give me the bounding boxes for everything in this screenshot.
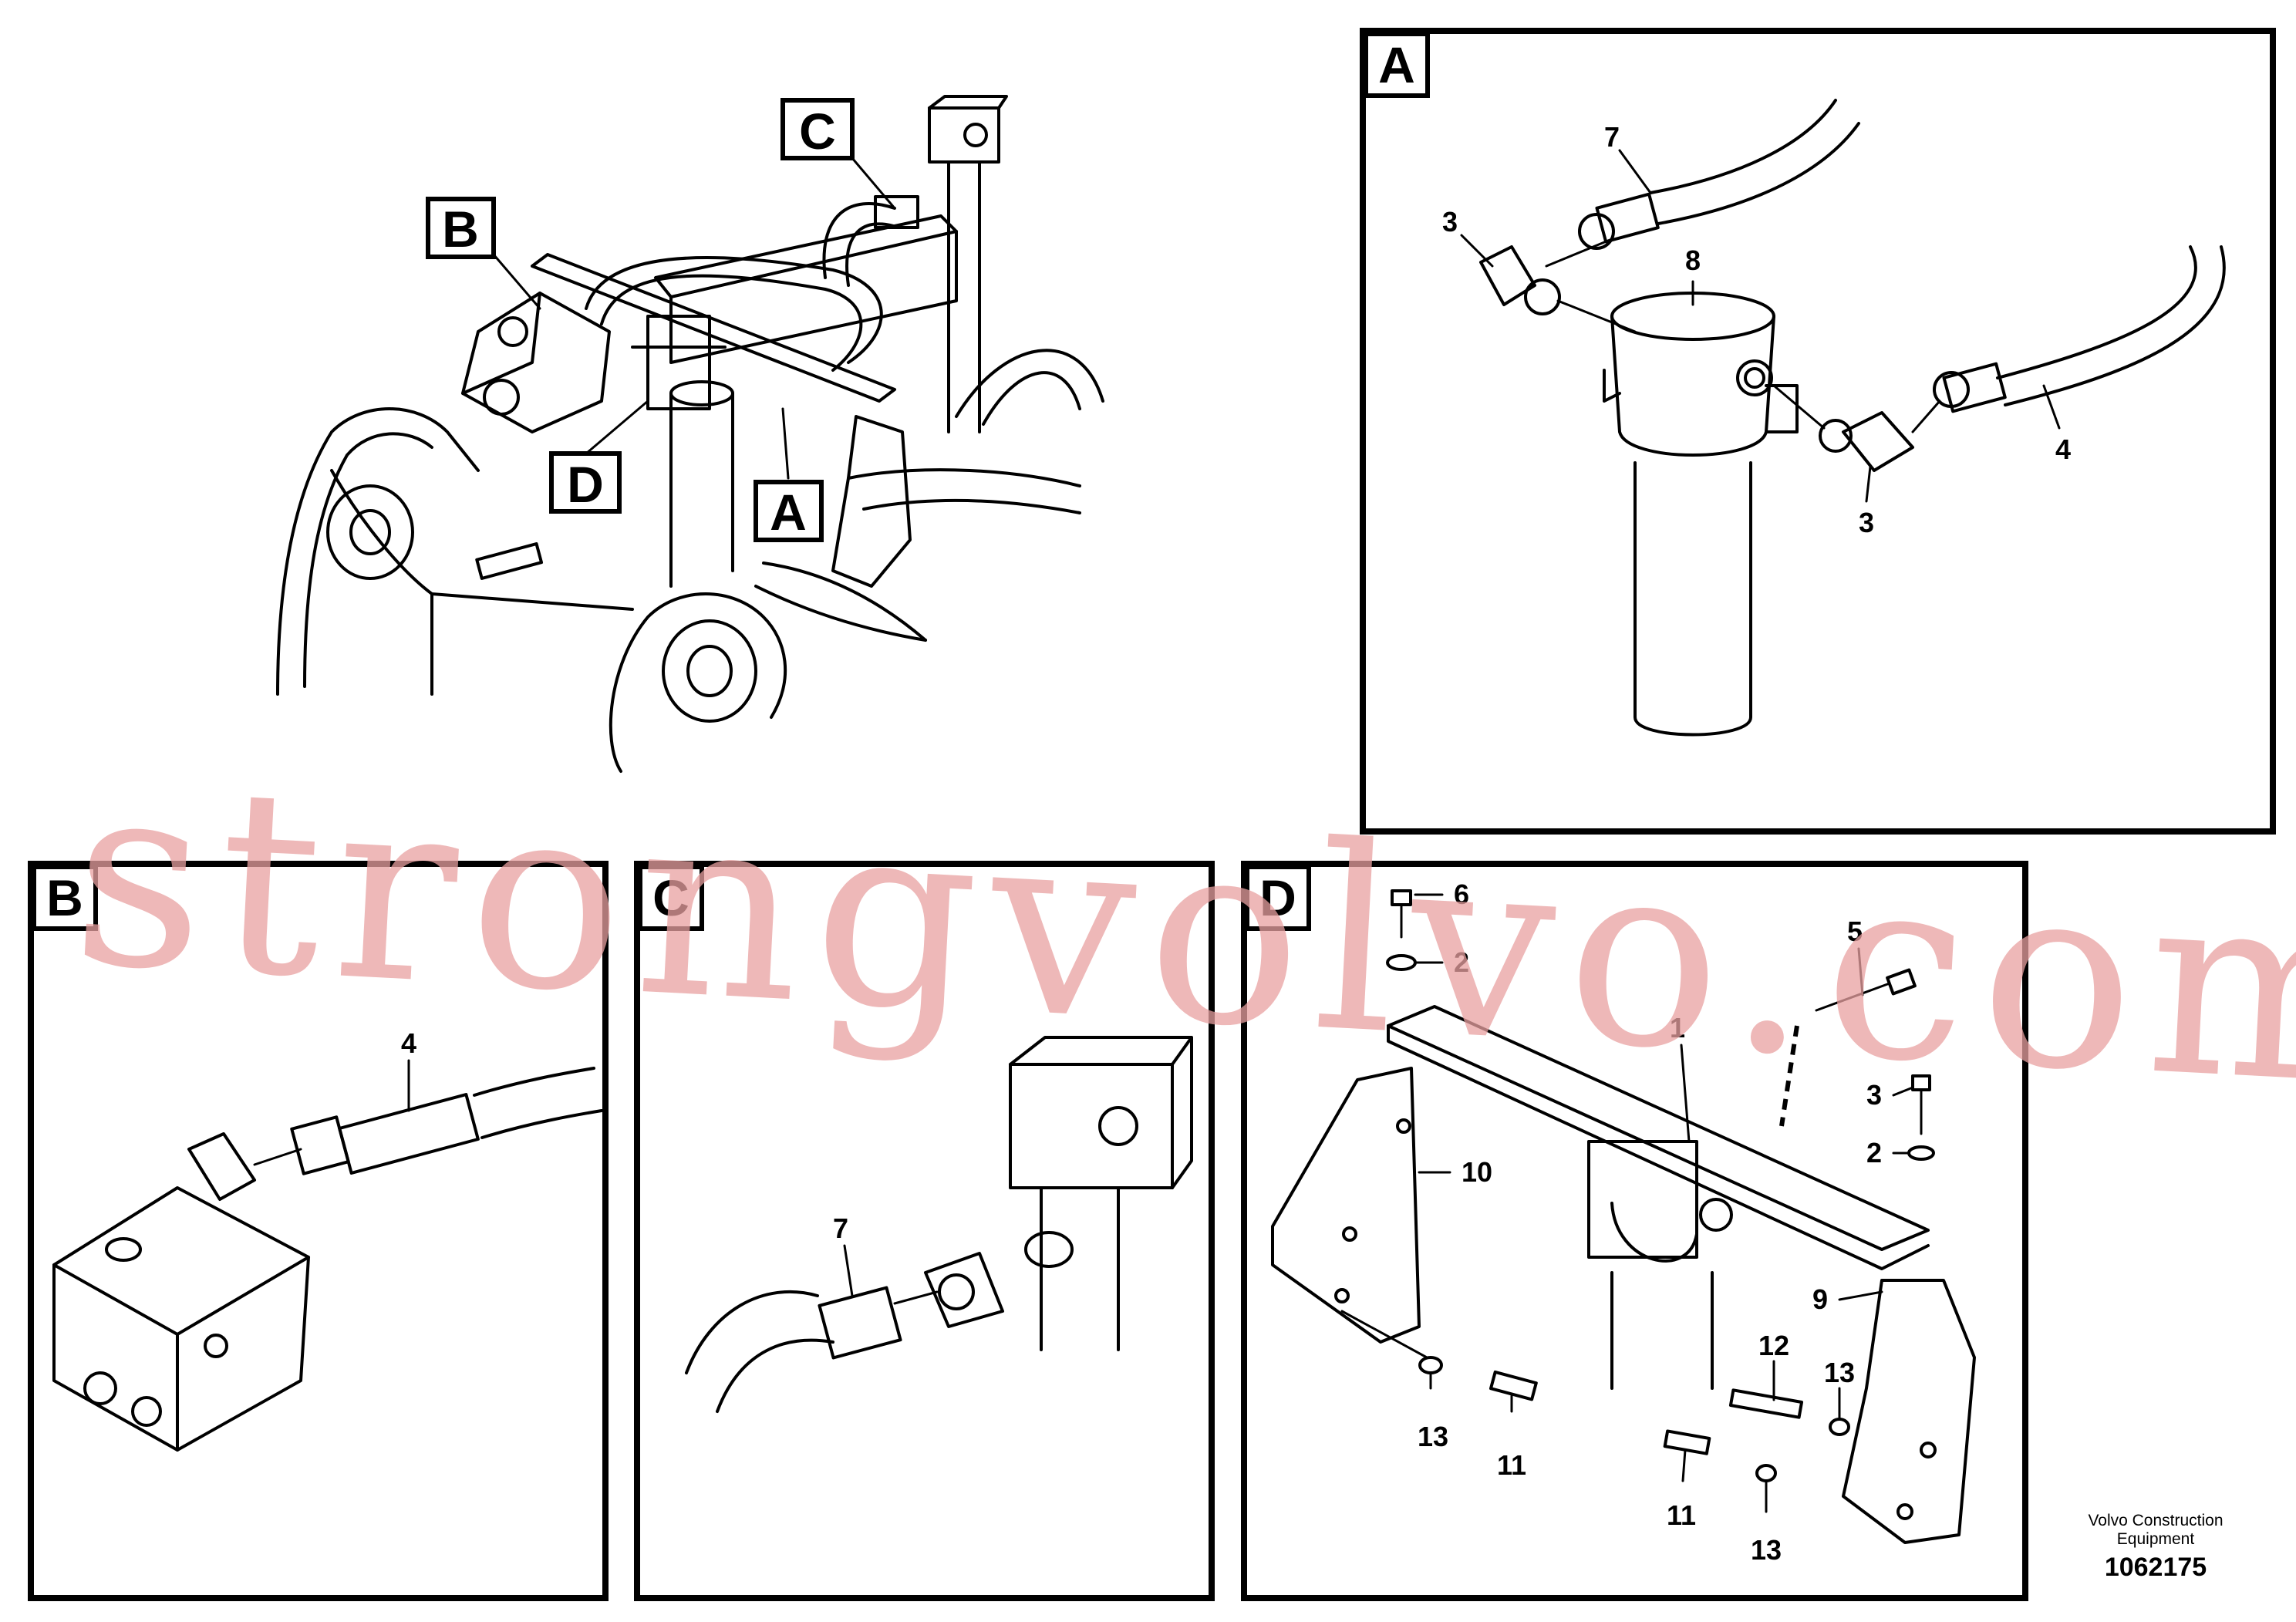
- detail-c-label: C: [652, 869, 689, 926]
- detail-b-label: B: [46, 869, 83, 926]
- overview-tags: C B D A: [426, 98, 896, 542]
- detail-d-callout-6: 6: [1454, 878, 1469, 910]
- detail-a-label: A: [1378, 36, 1415, 93]
- detail-c-callout-7: 7: [833, 1212, 848, 1244]
- footer-company-line2: Equipment: [2117, 1530, 2195, 1548]
- detail-d-callout-13-left: 13: [1418, 1421, 1448, 1452]
- detail-d-callout-2-left: 2: [1454, 946, 1469, 978]
- footer-drawing-number: 1062175: [2105, 1553, 2207, 1582]
- detail-d-callout-11-left: 11: [1497, 1449, 1526, 1481]
- detail-d-callout-9: 9: [1812, 1283, 1828, 1315]
- detail-d-panel: D 6: [1241, 861, 2028, 1601]
- detail-a-callout-7: 7: [1604, 121, 1620, 153]
- tag-box-a: [754, 480, 824, 542]
- tag-c: C: [799, 103, 836, 160]
- tag-a: A: [770, 484, 807, 541]
- overview-illustration: [276, 95, 1104, 773]
- detail-d-callout-1: 1: [1670, 1012, 1685, 1044]
- tag-b: B: [442, 201, 479, 258]
- detail-d-callout-13-lower: 13: [1751, 1534, 1782, 1566]
- detail-d-callout-13-upper: 13: [1824, 1357, 1855, 1388]
- detail-b-panel: B 4: [28, 861, 609, 1601]
- detail-a-callout-8: 8: [1685, 244, 1701, 276]
- footer-company-line1: Volvo Construction: [2088, 1512, 2223, 1529]
- detail-d-callout-5: 5: [1847, 916, 1863, 947]
- detail-d-callout-11-right: 11: [1667, 1499, 1696, 1531]
- detail-d-callout-3: 3: [1866, 1079, 1882, 1111]
- detail-d-callout-10: 10: [1462, 1156, 1492, 1188]
- detail-a-callout-4: 4: [2055, 433, 2071, 465]
- detail-d-callout-12: 12: [1758, 1330, 1789, 1361]
- detail-d-callout-2-right: 2: [1866, 1137, 1882, 1168]
- detail-d-label: D: [1259, 869, 1296, 926]
- watermark: strongvolvo.com: [67, 726, 2296, 1144]
- detail-a-panel: A 7 3 8 4 3: [1360, 28, 2276, 835]
- detail-a-callout-3-lower: 3: [1859, 507, 1874, 538]
- tag-box-c: [781, 98, 855, 160]
- detail-a-callout-3-upper: 3: [1442, 206, 1458, 238]
- detail-b-callout-4: 4: [401, 1027, 416, 1059]
- drawing-footer: Volvo Construction Equipment 1062175: [2088, 1512, 2223, 1582]
- tag-box-b: [426, 197, 496, 259]
- detail-c-panel: C 7: [634, 861, 1215, 1601]
- tag-d: D: [567, 456, 604, 513]
- tag-box-d: [549, 451, 622, 514]
